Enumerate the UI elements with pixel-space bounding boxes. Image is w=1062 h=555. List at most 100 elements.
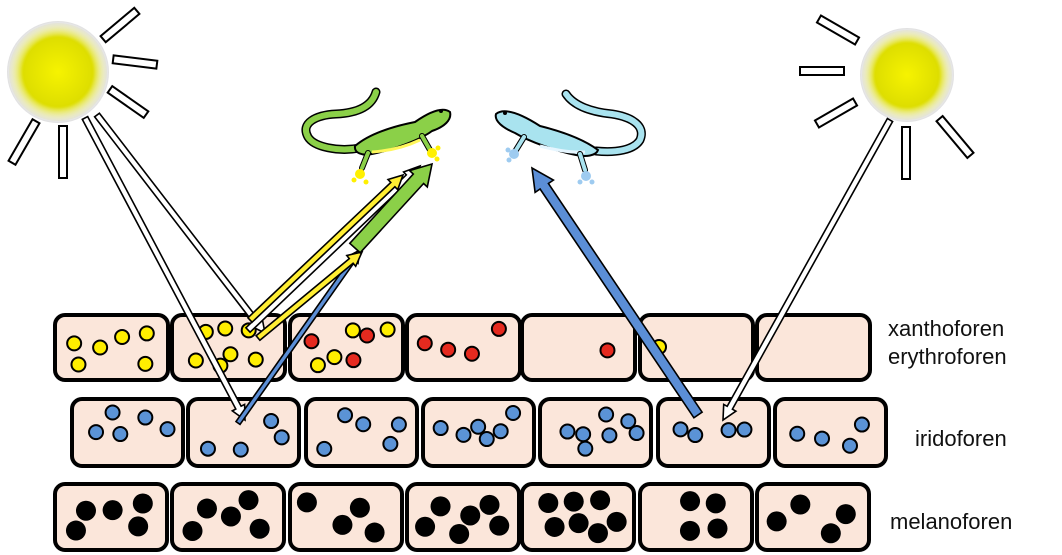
yellow-pigment-granule [138, 357, 152, 371]
blue-platelet [383, 437, 397, 451]
blue-platelet [576, 427, 590, 441]
melanin-granule [297, 492, 317, 512]
melanin-granule [415, 517, 435, 537]
melanin-granule [183, 521, 203, 541]
label-iridoforen: iridoforen [915, 426, 1007, 452]
label-melanoforen: melanoforen [890, 509, 1012, 535]
melanin-granule [449, 524, 469, 544]
melanophore-layer [55, 484, 869, 550]
blue-platelet [578, 442, 592, 456]
melanin-granule [569, 513, 589, 533]
melanin-granule [350, 498, 370, 518]
melanin-granule [133, 493, 153, 513]
melanin-granule [221, 506, 241, 526]
melanin-granule [431, 496, 451, 516]
blue-platelet [737, 423, 751, 437]
yellow-pigment-granule [218, 322, 232, 336]
blue-platelet [264, 414, 278, 428]
red-pigment-granule [492, 322, 506, 336]
melanin-granule [460, 505, 480, 525]
melanin-granule [239, 490, 259, 510]
melanin-granule [103, 500, 123, 520]
melanin-granule [480, 495, 500, 515]
blue-platelet [89, 425, 103, 439]
label-xanthoforen: xanthoforen [888, 316, 1004, 342]
red-pigment-granule [600, 343, 614, 357]
blue-platelet [602, 428, 616, 442]
blue-platelet [855, 418, 869, 432]
blue-platelet [138, 411, 152, 425]
blue-platelet [494, 424, 508, 438]
melanin-granule [197, 499, 217, 519]
yellow-pigment-granule [311, 358, 325, 372]
yellow-pigment-granule [223, 347, 237, 361]
blue-platelet [471, 420, 485, 434]
blue-platelet [790, 427, 804, 441]
melanin-granule [790, 495, 810, 515]
red-pigment-granule [305, 334, 319, 348]
blue-platelet [434, 421, 448, 435]
iridophore-layer [72, 399, 886, 466]
blue-platelet [457, 428, 471, 442]
blue-platelet [599, 407, 613, 421]
blue-platelet [560, 425, 574, 439]
red-pigment-granule [418, 336, 432, 350]
yellow-pigment-granule [67, 336, 81, 350]
blue-platelet [113, 427, 127, 441]
melanin-granule [128, 516, 148, 536]
red-pigment-granule [346, 353, 360, 367]
melanin-granule [538, 493, 558, 513]
melanin-granule [680, 491, 700, 511]
yellow-pigment-granule [346, 323, 360, 337]
melanin-granule [588, 523, 608, 543]
yellow-pigment-granule [115, 330, 129, 344]
melanin-granule [489, 516, 509, 536]
melanin-granule [66, 521, 86, 541]
blue-platelet [392, 418, 406, 432]
red-pigment-granule [360, 329, 374, 343]
melanin-granule [76, 501, 96, 521]
melanin-granule [680, 521, 700, 541]
melanin-granule [332, 515, 352, 535]
blue-platelet [480, 432, 494, 446]
melanin-granule [607, 512, 627, 532]
melanin-granule [767, 511, 787, 531]
blue-platelet [275, 430, 289, 444]
melanin-granule [707, 518, 727, 538]
blue-platelet [815, 432, 829, 446]
blue-platelet [338, 408, 352, 422]
blue-lizard-icon [496, 94, 642, 185]
melanin-granule [706, 493, 726, 513]
yellow-pigment-granule [249, 353, 263, 367]
melanin-granule [590, 490, 610, 510]
melanin-granule [836, 504, 856, 524]
yellow-pigment-granule [381, 323, 395, 337]
yellow-pigment-granule [71, 357, 85, 371]
yellow-pigment-granule [189, 353, 203, 367]
red-pigment-granule [441, 343, 455, 357]
melanin-granule [365, 523, 385, 543]
yellow-pigment-granule [140, 326, 154, 340]
blue-platelet [630, 426, 644, 440]
blue-platelet [674, 422, 688, 436]
blue-platelet [506, 406, 520, 420]
label-erythroforen: erythroforen [888, 344, 1007, 370]
blue-platelet [356, 417, 370, 431]
right-sun-icon [800, 16, 973, 179]
melanin-granule [564, 492, 584, 512]
red-pigment-granule [465, 347, 479, 361]
blue-platelet [688, 428, 702, 442]
melanin-granule [250, 519, 270, 539]
blue-platelet [317, 442, 331, 456]
left-sun-icon [7, 8, 157, 178]
melanin-granule [821, 523, 841, 543]
blue-platelet [201, 442, 215, 456]
blue-platelet [722, 423, 736, 437]
blue-platelet [843, 439, 857, 453]
melanin-granule [545, 517, 565, 537]
blue-platelet [106, 406, 120, 420]
white-reflection-arrow [246, 166, 420, 332]
blue-platelet [234, 443, 248, 457]
blue-platelet [161, 422, 175, 436]
